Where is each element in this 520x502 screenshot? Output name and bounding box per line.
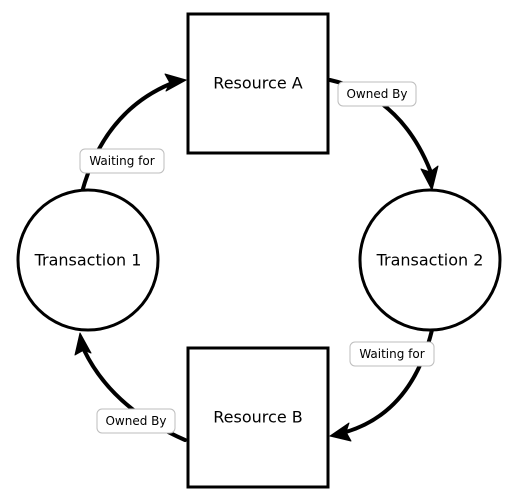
edge-label-text: Waiting for <box>89 154 154 168</box>
edge-label-text: Waiting for <box>359 347 424 361</box>
node-label: Transaction 1 <box>34 251 142 270</box>
arrowhead-icon <box>164 73 187 92</box>
node-resource-b: Resource B <box>186 346 330 489</box>
edge-line <box>80 82 172 194</box>
edge-label-text: Owned By <box>105 414 166 428</box>
node-transaction-1: Transaction 1 <box>16 188 160 332</box>
node-label: Resource B <box>213 408 302 427</box>
node-resource-a: Resource A <box>186 12 330 155</box>
arrowhead-icon <box>74 332 92 356</box>
arrowhead-icon <box>420 165 439 191</box>
edge-label-owned-by-2: Owned By <box>96 408 176 434</box>
edge-label-owned-by-1: Owned By <box>337 81 417 107</box>
edge-label-waiting-for-1: Waiting for <box>79 148 165 174</box>
edge-label-text: Owned By <box>346 87 407 101</box>
arrowhead-icon <box>329 422 352 442</box>
edge-label-waiting-for-2: Waiting for <box>349 341 435 367</box>
node-label: Transaction 2 <box>376 251 484 270</box>
edge-transaction1-to-resource-a <box>80 73 187 194</box>
node-transaction-2: Transaction 2 <box>358 188 502 332</box>
node-label: Resource A <box>213 74 302 93</box>
